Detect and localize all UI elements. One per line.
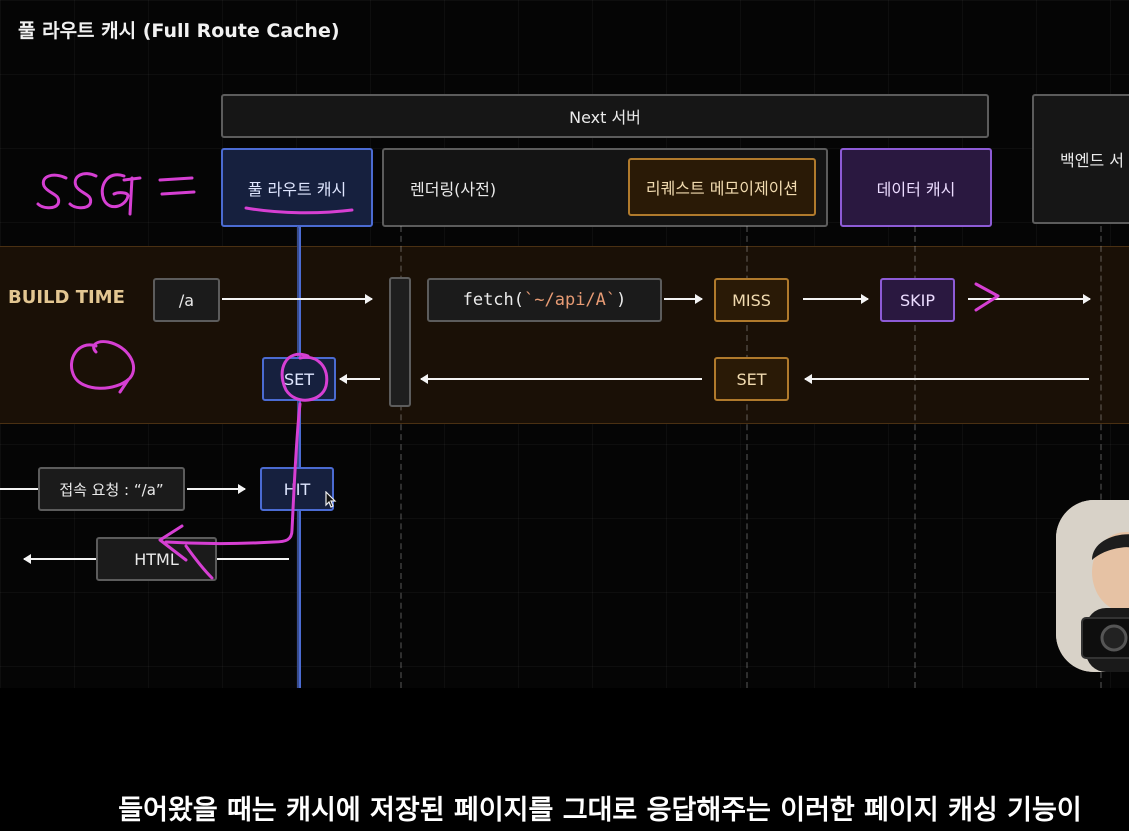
presenter-icon: [1056, 500, 1129, 672]
arrow-set-to-render: [420, 374, 702, 384]
arrow-skip-to-backend: [968, 294, 1091, 304]
handwritten-ssg: [36, 173, 68, 210]
route-a-box: /a: [153, 278, 220, 322]
arrow-backend-to-set: [804, 374, 1089, 384]
lane-line-full-route-cache: [297, 226, 301, 688]
lane-line-rendering: [400, 226, 402, 688]
miss-box: MISS: [714, 278, 789, 322]
fetch-suffix: ): [616, 290, 627, 310]
lane-full-route-cache-label: 풀 라우트 캐시: [247, 179, 347, 199]
cursor-icon: [325, 491, 337, 508]
request-label: 접속 요청 : “/a”: [59, 480, 164, 499]
arrow-route-to-render: [222, 294, 373, 304]
html-label: HTML: [134, 549, 179, 569]
diagram-canvas: 풀 라우트 캐시 (Full Route Cache) Next 서버 백엔드 …: [0, 0, 1129, 688]
html-box: HTML: [96, 537, 217, 581]
set-data-box: SET: [714, 357, 789, 401]
arrow-html-response: [23, 554, 96, 564]
lane-line-data-cache: [914, 226, 916, 688]
set-cache-box: SET: [262, 357, 336, 401]
lane-line-request-memo: [746, 226, 748, 688]
skip-label: SKIP: [899, 290, 935, 310]
build-time-label: BUILD TIME: [8, 287, 125, 308]
webcam-overlay: [1056, 500, 1129, 672]
skip-box: SKIP: [880, 278, 955, 322]
next-server-header: Next 서버: [221, 94, 989, 138]
page-title: 풀 라우트 캐시 (Full Route Cache): [18, 20, 340, 42]
lane-request-memo-label: 리퀘스트 메모이제이션: [645, 179, 799, 198]
backend-server-header: 백엔드 서: [1032, 94, 1129, 224]
set-data-label: SET: [736, 369, 767, 389]
arrow-hit-to-html: [217, 558, 289, 560]
fetch-prefix: fetch(: [462, 290, 525, 310]
arrow-request-to-hit: [187, 484, 246, 494]
lane-rendering-label: 렌더링(사전): [410, 179, 497, 199]
arrow-render-to-cache: [339, 374, 380, 384]
fetch-arg: `~/api/A`: [524, 290, 617, 310]
lane-request-memoization: 리퀘스트 메모이제이션: [628, 158, 816, 216]
fetch-call-box: fetch(`~/api/A`): [427, 278, 662, 322]
next-server-label: Next 서버: [569, 108, 641, 127]
arrow-miss-to-skip: [803, 294, 869, 304]
lane-data-cache: 데이터 캐시: [840, 148, 992, 227]
video-subtitle: 들어왔을 때는 캐시에 저장된 페이지를 그대로 응답해주는 이러한 페이지 캐…: [118, 795, 1082, 826]
hit-box: HIT: [260, 467, 334, 511]
backend-server-label: 백엔드 서: [1060, 151, 1124, 170]
arrow-fetch-to-miss: [664, 294, 703, 304]
render-activation-bar: [389, 277, 411, 407]
lane-full-route-cache: 풀 라우트 캐시: [221, 148, 373, 227]
build-time-band: [0, 246, 1129, 424]
handwritten-equals: [158, 176, 196, 196]
set-cache-label: SET: [283, 369, 315, 389]
arrow-incoming-request: [0, 488, 38, 490]
route-a-label: /a: [178, 290, 195, 310]
hit-label: HIT: [283, 479, 311, 499]
lane-data-cache-label: 데이터 캐시: [876, 179, 956, 199]
request-box: 접속 요청 : “/a”: [38, 467, 185, 511]
miss-label: MISS: [732, 290, 771, 310]
lane-line-backend: [1100, 226, 1102, 688]
